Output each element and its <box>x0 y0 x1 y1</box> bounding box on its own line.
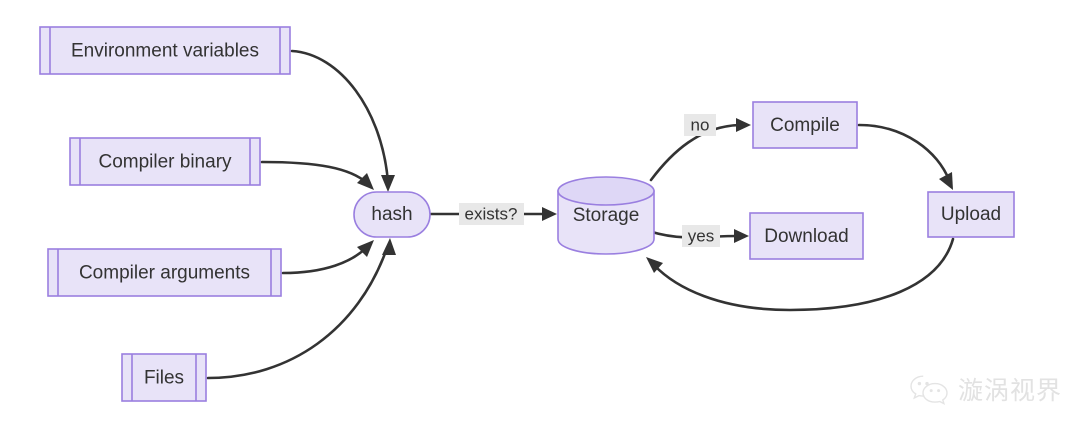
edge-path-files-hash <box>206 246 389 380</box>
nodes-layer: Environment variables Compiler binary Co… <box>39 26 1015 402</box>
edge-label-bg-exists <box>459 203 524 225</box>
node-subroutine-bars-files <box>131 354 197 401</box>
node-label-environment-variables: Environment variables <box>71 41 259 62</box>
node-download[interactable]: Download <box>749 212 864 260</box>
node-label-storage: Storage <box>573 205 640 226</box>
edge-storage-to-download: yes <box>650 225 749 247</box>
arrowhead-files-hash <box>382 238 396 255</box>
node-compiler-binary[interactable]: Compiler binary <box>69 137 261 186</box>
node-label-download: Download <box>764 226 849 247</box>
arrowhead-args-hash <box>357 240 374 257</box>
edge-path-args-hash <box>281 245 369 275</box>
edge-files-to-hash <box>206 238 396 380</box>
arrowhead-hash-storage <box>542 207 557 221</box>
edge-label-bg-no <box>684 114 716 136</box>
node-shape-compile <box>752 101 858 149</box>
edge-hash-to-storage: exists? <box>429 203 557 225</box>
edge-compile-to-upload <box>857 123 953 190</box>
edge-binary-to-hash <box>260 160 374 190</box>
arrowhead-upload-storage <box>646 257 663 273</box>
node-files[interactable]: Files <box>121 353 207 402</box>
node-storage[interactable]: Storage <box>557 176 655 255</box>
edge-upload-to-storage <box>646 237 955 312</box>
edge-label-no: no <box>691 115 710 134</box>
node-compile[interactable]: Compile <box>752 101 858 149</box>
arrowhead-binary-hash <box>357 173 374 190</box>
arrowhead-compile-upload <box>939 172 953 190</box>
node-subroutine-bars-environment-variables <box>49 27 281 74</box>
node-label-compiler-arguments: Compiler arguments <box>79 263 250 284</box>
edge-storage-to-compile: no <box>649 114 751 182</box>
node-label-files: Files <box>144 368 184 389</box>
edges-layer: exists? no yes <box>206 49 955 380</box>
arrowhead-env-hash <box>381 175 395 192</box>
node-subroutine-bars-compiler-binary <box>79 138 251 185</box>
node-environment-variables[interactable]: Environment variables <box>39 26 291 75</box>
node-shape-storage-body <box>557 190 655 255</box>
node-label-compiler-binary: Compiler binary <box>98 152 232 173</box>
node-label-hash: hash <box>371 204 412 225</box>
edge-args-to-hash <box>281 240 374 275</box>
arrowhead-storage-download <box>734 229 749 243</box>
edge-label-yes: yes <box>688 226 714 245</box>
node-shape-files <box>121 353 207 402</box>
edge-path-storage-compile <box>649 123 742 182</box>
edge-path-env-hash <box>290 49 390 184</box>
node-shape-environment-variables <box>39 26 291 75</box>
edge-label-bg-yes <box>682 225 720 247</box>
node-upload[interactable]: Upload <box>927 191 1015 238</box>
edge-path-compile-upload <box>857 123 951 182</box>
node-shape-compiler-binary <box>69 137 261 186</box>
node-shape-upload <box>927 191 1015 238</box>
node-shape-storage-top <box>557 176 655 206</box>
node-hash[interactable]: hash <box>353 191 431 238</box>
arrowhead-storage-compile <box>736 118 751 132</box>
edge-path-upload-storage <box>652 237 955 312</box>
node-label-upload: Upload <box>941 204 1001 225</box>
node-shape-compiler-arguments <box>47 248 282 297</box>
edge-label-exists: exists? <box>465 204 518 223</box>
edge-env-to-hash <box>290 49 395 192</box>
node-compiler-arguments[interactable]: Compiler arguments <box>47 248 282 297</box>
node-shape-download <box>749 212 864 260</box>
edge-path-binary-hash <box>260 160 369 185</box>
node-label-compile: Compile <box>770 115 840 136</box>
node-shape-hash <box>353 191 431 238</box>
node-subroutine-bars-compiler-arguments <box>57 249 272 296</box>
